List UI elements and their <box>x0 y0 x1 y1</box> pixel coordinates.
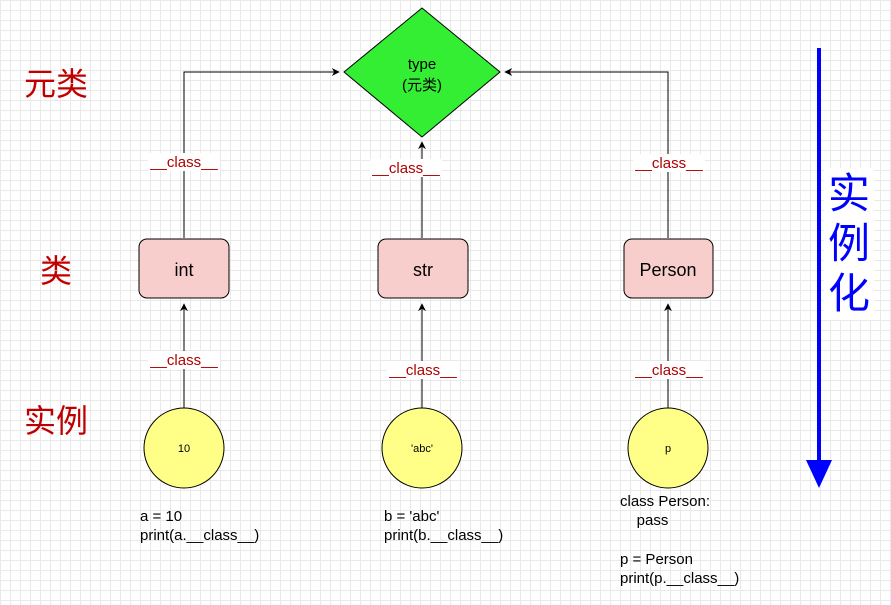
class-box-str <box>377 238 469 299</box>
class-label-person: Person <box>639 260 696 280</box>
class-label-int: int <box>174 260 193 280</box>
type-metaclass-node[interactable]: type (元类) <box>343 7 501 138</box>
instance-circle-abc <box>381 407 463 489</box>
code-line: print(p.__class__) <box>620 570 739 587</box>
code-line: print(b.__class__) <box>384 527 503 544</box>
code-line: p = Person <box>620 551 693 568</box>
class-node-str[interactable]: str <box>377 238 469 299</box>
code-line: b = 'abc' <box>384 508 439 525</box>
person-to-type-arrow <box>504 68 669 238</box>
code-line: print(a.__class__) <box>140 527 259 544</box>
row-label-instance: 实例 <box>24 402 88 440</box>
class-to-type-connectors <box>183 68 669 238</box>
code-snippet-int: a = 10 print(a.__class__) <box>140 508 259 544</box>
instance-label-10: 10 <box>178 443 190 455</box>
side-label-char-3: 化 <box>828 269 870 318</box>
code-snippet-person: class Person: pass p = Person print(p.__… <box>620 493 739 587</box>
class-box-int <box>138 238 230 299</box>
class-box-person <box>623 238 714 299</box>
instance-label-p: p <box>665 443 671 455</box>
edge-label-abc-str: __class__ <box>388 362 457 379</box>
edge-label-str-type: __class__ <box>371 160 440 177</box>
side-label-char-1: 实 <box>828 169 870 218</box>
code-line: class Person: <box>620 493 710 510</box>
instantiation-direction: 实 例 化 <box>806 48 874 488</box>
code-line: pass <box>620 512 668 529</box>
instance-circle-10 <box>143 407 225 489</box>
int-to-type-arrow <box>183 68 340 238</box>
edge-label-person-type: __class__ <box>634 155 703 172</box>
instance-to-class-connectors <box>180 303 672 408</box>
instance-label-abc: 'abc' <box>411 443 433 455</box>
row-label-class: 类 <box>40 252 72 290</box>
type-diamond-shape <box>343 7 501 138</box>
instantiation-arrow-head <box>806 460 832 488</box>
type-node-name: type <box>408 56 436 73</box>
edge-labels: __class__ __class__ __class__ __class__ … <box>148 153 705 379</box>
code-snippet-str: b = 'abc' print(b.__class__) <box>384 508 503 544</box>
code-line: a = 10 <box>140 508 182 525</box>
side-label-char-2: 例 <box>828 219 870 268</box>
instance-node-abc[interactable]: 'abc' <box>381 407 463 489</box>
class-node-person[interactable]: Person <box>623 238 714 299</box>
edge-label-10-int: __class__ <box>149 352 218 369</box>
instance-node-10[interactable]: 10 <box>143 407 225 489</box>
row-label-metaclass: 元类 <box>24 65 88 103</box>
class-label-str: str <box>413 260 433 280</box>
edge-label-int-type: __class__ <box>149 154 218 171</box>
instance-node-p[interactable]: p <box>627 407 709 489</box>
class-node-int[interactable]: int <box>138 238 230 299</box>
edge-label-p-person: __class__ <box>634 362 703 379</box>
type-node-subtitle: (元类) <box>402 77 442 94</box>
instance-circle-p <box>627 407 709 489</box>
